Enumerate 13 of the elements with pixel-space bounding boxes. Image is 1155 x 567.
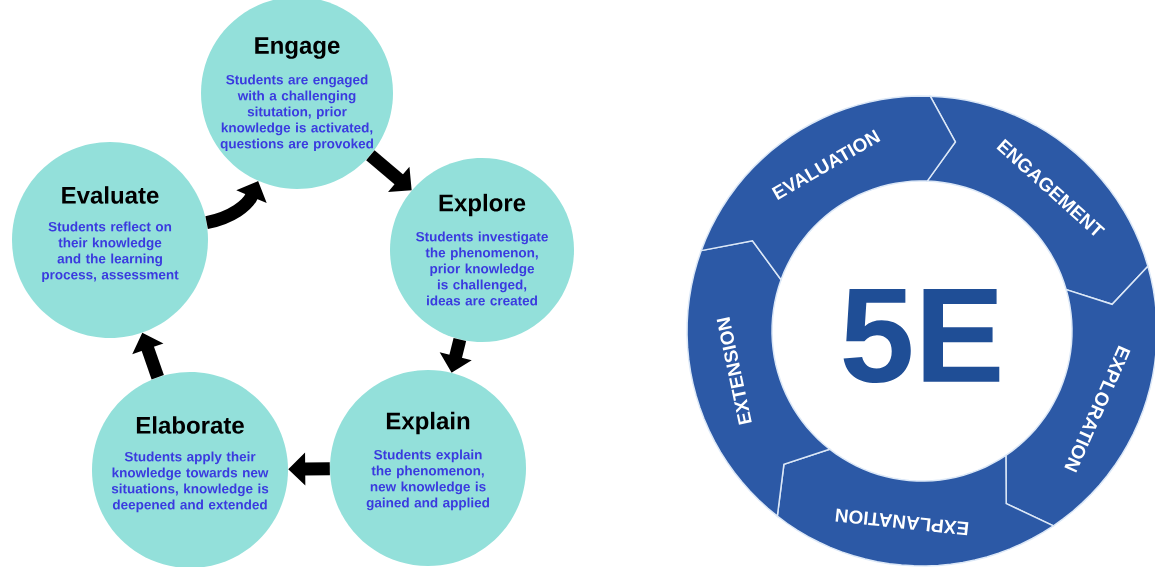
stage-description: Students are engaged with a challenging situtation, prior knowledge is activated, questions are provoked <box>220 74 373 152</box>
stage-title: Explore <box>439 193 526 217</box>
ring-segment: EXPLANATION <box>776 448 1055 567</box>
stage-description: Students investigate the phenomenon, prior knowledge is challenged, ideas are created <box>416 231 548 306</box>
stage-title: Explain <box>386 411 470 435</box>
stage-description: Students apply their knowledge towards new situations, knowledge is deepened and extended <box>111 451 269 513</box>
node-label: EXPLANATION <box>835 508 969 536</box>
stage-title: Elaborate <box>136 416 244 434</box>
stage-description: Students reflect on their knowledge and the learning process, assessment <box>42 221 179 283</box>
stage-title: Engage <box>255 37 340 59</box>
stage-title: Evaluate <box>62 186 159 204</box>
stage-description: Students explain the phenomenon, new knowledge is gained and applied <box>366 449 489 511</box>
block-arrow <box>366 150 412 192</box>
